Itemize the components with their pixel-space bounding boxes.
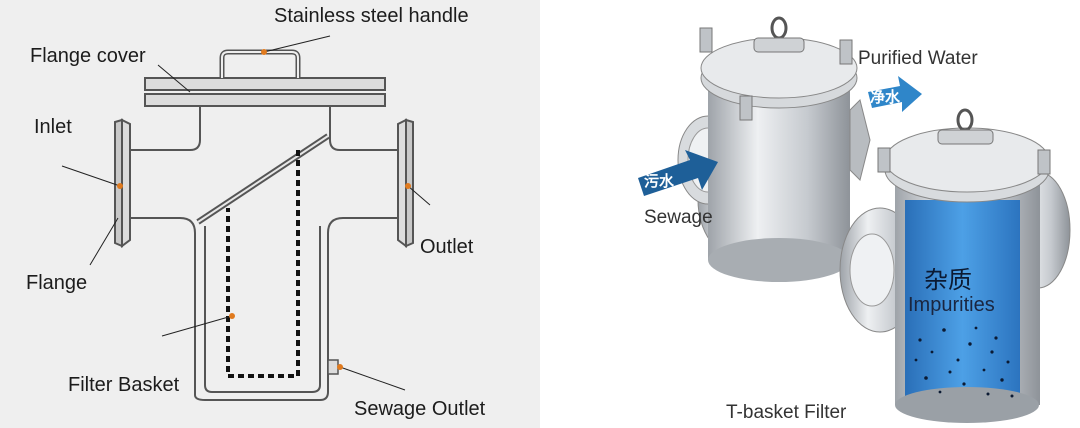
leader-lines: [61, 35, 431, 391]
filter-basket-label: Filter Basket: [68, 374, 180, 396]
t-basket-illustration: [638, 16, 1071, 423]
handle-label: Stainless steel handle: [274, 5, 469, 27]
sewage-outlet-shape: [327, 359, 339, 375]
purified-water-arrow: [868, 76, 922, 112]
purified-water-label: Purified Water: [858, 48, 978, 69]
impurity-specks: [914, 326, 1014, 398]
t-basket-filter-title: T-basket Filter: [726, 402, 847, 423]
marker-dots: [117, 49, 411, 370]
front-filter-unit: [839, 108, 1071, 423]
sewage-arrow: [638, 150, 718, 196]
flange-cover-label: Flange cover: [30, 45, 146, 67]
handle-shape: [219, 49, 301, 78]
inlet-label: Inlet: [34, 116, 72, 138]
cross-section-drawing: [61, 35, 431, 401]
sewage-cn-label: 污水: [644, 172, 675, 190]
flange-cover-shape: [144, 77, 386, 107]
clean-water-cn-label: 净水: [870, 88, 901, 106]
outlet-flange-shape: [397, 118, 414, 248]
back-filter-unit: [677, 16, 871, 282]
outlet-label: Outlet: [420, 236, 474, 258]
inlet-flange-shape: [114, 118, 131, 248]
sewage-outlet-label: Sewage Outlet: [354, 398, 486, 420]
illustration-panel: Purified Water 净水 污水 Sewage 杂质 Impuritie…: [540, 0, 1080, 428]
impurities-label: Impurities: [908, 294, 995, 316]
filter-basket-shape: [226, 150, 300, 378]
cross-section-panel: Stainless steel handle Flange cover Inle…: [0, 0, 540, 428]
flange-label: Flange: [26, 272, 88, 294]
filter-body-outline: [130, 106, 398, 401]
sewage-label: Sewage: [644, 207, 713, 228]
impurities-cn-label: 杂质: [924, 266, 972, 294]
